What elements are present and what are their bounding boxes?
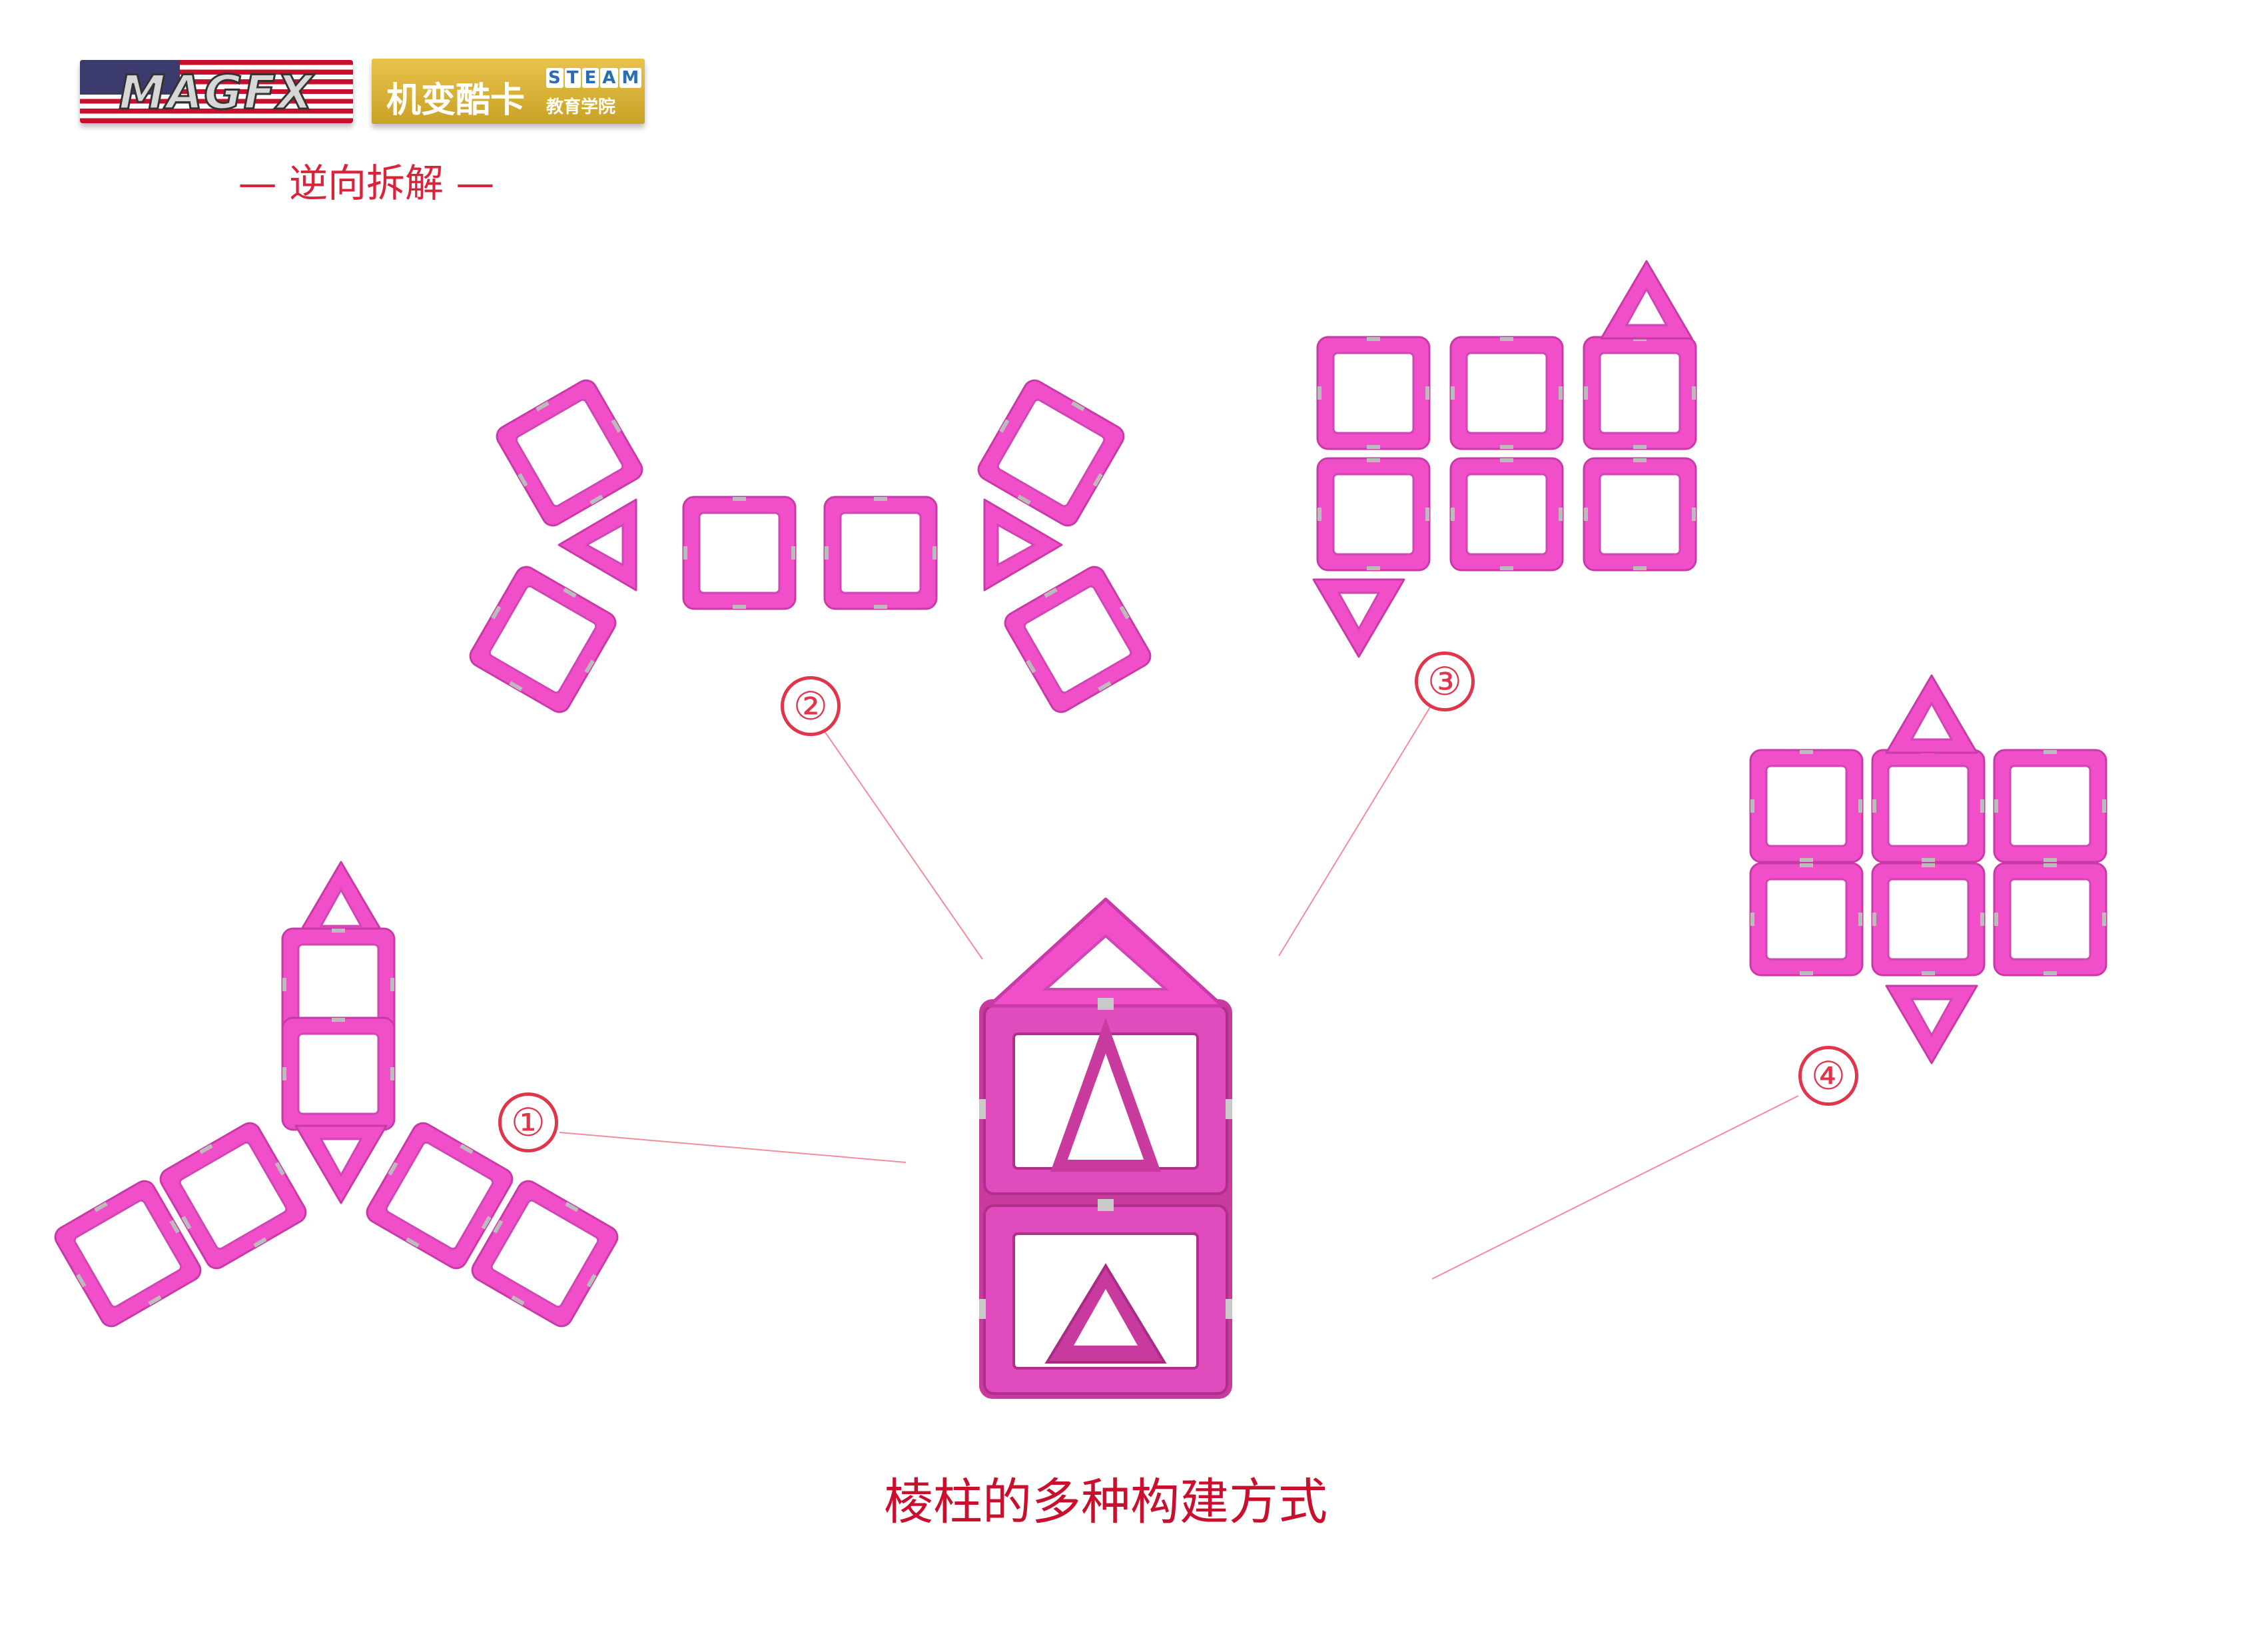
steam-letter: E (582, 68, 599, 88)
partner-subtitle: 教育学院 (546, 97, 616, 117)
magfx-logo: MAGFX (80, 60, 353, 123)
net-2-wings (465, 375, 1156, 717)
marker-1: ① (498, 1092, 558, 1152)
marker-3: ③ (1415, 651, 1475, 711)
assembled-prism (979, 897, 1232, 1399)
section-label: — 逆向拆解 — (238, 161, 495, 206)
leader-lines (559, 705, 1799, 1280)
flag-canton (80, 60, 180, 95)
steam-letter: S (546, 68, 563, 88)
net-3-grid (1312, 260, 1697, 658)
steam-letter: M (619, 68, 642, 88)
magfx-wordmark: MAGFX (118, 65, 314, 121)
steam-letter: A (600, 68, 619, 88)
partner-name: 机变酷卡 (386, 81, 526, 121)
steam-letter: T (564, 68, 581, 88)
caption: 棱柱的多种构建方式 (884, 1473, 1327, 1531)
marker-2: ② (781, 676, 841, 736)
marker-4: ④ (1798, 1046, 1858, 1106)
net-4-grid (1749, 674, 2107, 1064)
